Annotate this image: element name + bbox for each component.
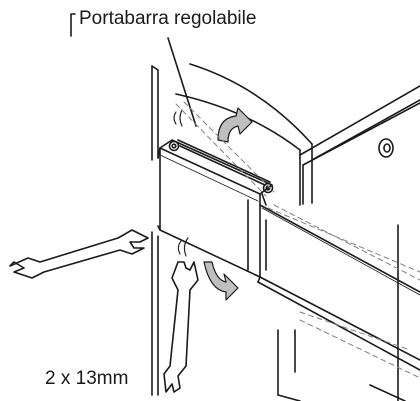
mounting-hole-icon bbox=[378, 138, 394, 158]
cabinet-back-panel bbox=[175, 63, 313, 206]
down-arrow-icon bbox=[203, 261, 239, 301]
label-leader-line bbox=[70, 13, 76, 37]
telescopic-rod bbox=[257, 204, 420, 371]
label-pointer-line bbox=[167, 37, 197, 127]
tilt-arrow-icon bbox=[217, 107, 253, 143]
motion-marks-icon bbox=[173, 109, 189, 257]
adjustable-bar-holder bbox=[157, 139, 273, 278]
wrench-icon-lower bbox=[163, 261, 199, 393]
wrench-icon bbox=[9, 229, 149, 279]
hidden-lines bbox=[175, 101, 420, 379]
cabinet-right-frame bbox=[299, 85, 420, 401]
adjustable-bar-holder-label: Portabarra regolabile bbox=[79, 8, 257, 29]
cabinet-side-panel bbox=[151, 65, 159, 396]
cabinet-lower-frame bbox=[277, 329, 406, 401]
wrench-size-label: 2 x 13mm bbox=[45, 368, 129, 389]
